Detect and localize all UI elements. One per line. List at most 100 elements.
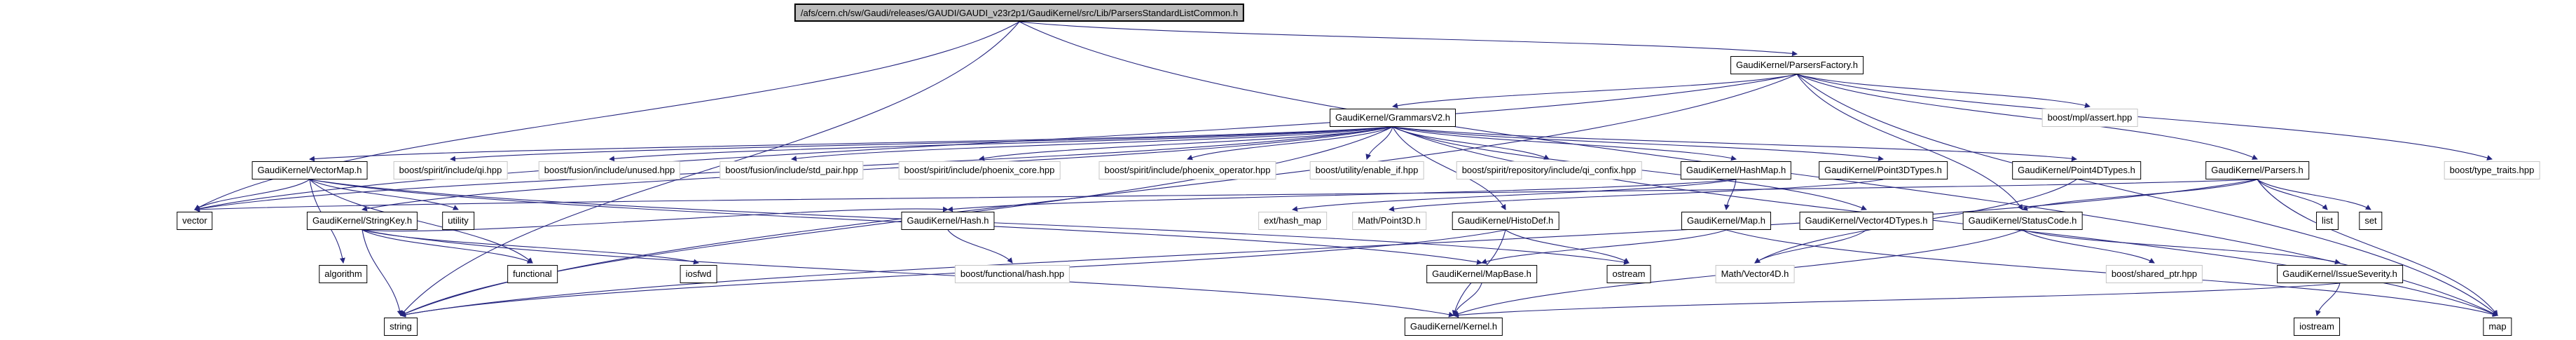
- node-label: functional: [513, 268, 552, 279]
- node-label: GaudiKernel/ParsersFactory.h: [1736, 60, 1858, 70]
- include-edge-hashmap-ext_hash_map: [1292, 179, 1737, 212]
- include-edge-grammars_v2-point3d_types: [1392, 126, 1884, 161]
- graph-node-map_h[interactable]: GaudiKernel/Map.h: [1681, 212, 1772, 230]
- node-label: boost/utility/enable_if.hpp: [1315, 165, 1419, 175]
- graph-node-statuscode[interactable]: GaudiKernel/StatusCode.h: [1962, 212, 2083, 230]
- graph-node-vector4d_types[interactable]: GaudiKernel/Vector4DTypes.h: [1799, 212, 1934, 230]
- include-edge-histodef-string: [400, 229, 1506, 318]
- graph-node-map[interactable]: map: [2483, 318, 2512, 336]
- node-label: iosfwd: [685, 268, 712, 279]
- graph-node-hash_h[interactable]: GaudiKernel/Hash.h: [901, 212, 995, 230]
- node-label: GaudiKernel/StringKey.h: [312, 215, 413, 226]
- graph-node-phoenix_core: boost/spirit/include/phoenix_core.hpp: [898, 161, 1061, 179]
- include-edge-vectormap-vector: [194, 179, 310, 210]
- graph-node-qi_confix: boost/spirit/repository/include/qi_confi…: [1456, 161, 1642, 179]
- graph-node-histodef[interactable]: GaudiKernel/HistoDef.h: [1452, 212, 1559, 230]
- graph-node-phoenix_operator: boost/spirit/include/phoenix_operator.hp…: [1098, 161, 1276, 179]
- node-label: boost/fusion/include/unused.hpp: [544, 165, 675, 175]
- node-label: list: [2322, 215, 2333, 226]
- graph-node-stringkey[interactable]: GaudiKernel/StringKey.h: [306, 212, 418, 230]
- include-edge-histodef-ostream: [1505, 229, 1630, 264]
- graph-node-qi: boost/spirit/include/qi.hpp: [393, 161, 508, 179]
- node-label: map: [2488, 321, 2507, 332]
- include-edge-grammars_v2-string: [400, 126, 1393, 316]
- include-edge-parsers_factory-mpl_assert: [1796, 74, 2091, 109]
- node-label: boost/functional/hash.hpp: [960, 268, 1065, 279]
- include-edge-parsers_factory-vector: [194, 74, 1798, 212]
- graph-node-vector[interactable]: vector: [177, 212, 213, 230]
- graph-node-math_vector4d: Math/Vector4D.h: [1715, 265, 1795, 283]
- node-label: string: [390, 321, 412, 332]
- include-edge-stringkey-hash_h: [361, 206, 949, 232]
- include-edge-parsers_factory-parsers_h: [1796, 74, 2258, 160]
- include-edge-grammars_v2-vectormap: [309, 126, 1393, 162]
- graph-node-parsers_factory[interactable]: GaudiKernel/ParsersFactory.h: [1730, 56, 1864, 74]
- node-label: ext/hash_map: [1264, 215, 1321, 226]
- include-edge-parsers_factory-type_traits: [1796, 74, 2493, 161]
- graph-node-issueseverity[interactable]: GaudiKernel/IssueSeverity.h: [2277, 265, 2403, 283]
- graph-node-list[interactable]: list: [2316, 212, 2339, 230]
- node-label: utility: [448, 215, 469, 226]
- graph-node-algorithm[interactable]: algorithm: [319, 265, 368, 283]
- node-label: boost/spirit/repository/include/qi_confi…: [1461, 165, 1637, 175]
- include-edge-vector4d_types-math_vector4d: [1754, 229, 1867, 264]
- node-label: vector: [182, 215, 207, 226]
- include-edge-parsers_factory-statuscode: [1796, 74, 2023, 210]
- include-edge-grammars_v2-histodef: [1392, 126, 1506, 210]
- node-label: GaudiKernel/Hash.h: [907, 215, 989, 226]
- include-edge-vectormap-functional: [309, 179, 533, 264]
- node-label: boost/spirit/include/phoenix_operator.hp…: [1104, 165, 1271, 175]
- include-edge-hashmap-hash_h: [947, 179, 1737, 212]
- node-label: Math/Vector4D.h: [1721, 268, 1789, 279]
- node-label: GaudiKernel/Point3DTypes.h: [1824, 165, 1942, 175]
- include-edge-issueseverity-kernel: [1453, 283, 2341, 318]
- node-label: set: [2364, 215, 2377, 226]
- node-label: boost/mpl/assert.hpp: [2047, 112, 2133, 123]
- graph-node-point3d_types[interactable]: GaudiKernel/Point3DTypes.h: [1819, 161, 1948, 179]
- include-edge-point3d_types-math_point3d: [1389, 179, 1884, 212]
- include-edge-statuscode-issueseverity: [2022, 229, 2341, 265]
- graph-node-point4d_types[interactable]: GaudiKernel/Point4DTypes.h: [2012, 161, 2141, 179]
- graph-node-vectormap[interactable]: GaudiKernel/VectorMap.h: [252, 161, 368, 179]
- node-label: GaudiKernel/MapBase.h: [1432, 268, 1531, 279]
- include-edge-parsers_h-set: [2257, 179, 2371, 210]
- include-edge-parsers_h-map: [2257, 179, 2498, 316]
- graph-node-main[interactable]: /afs/cern.ch/sw/Gaudi/releases/GAUDI/GAU…: [794, 4, 1245, 22]
- graph-node-functional[interactable]: functional: [507, 265, 558, 283]
- include-edge-grammars_v2-hashmap: [1392, 126, 1737, 161]
- graph-node-grammars_v2[interactable]: GaudiKernel/GrammarsV2.h: [1329, 109, 1456, 127]
- include-edge-parsers_h-string: [400, 179, 2258, 318]
- graph-node-parsers_h[interactable]: GaudiKernel/Parsers.h: [2205, 161, 2309, 179]
- graph-node-iosfwd[interactable]: iosfwd: [680, 265, 717, 283]
- graph-node-iostream[interactable]: iostream: [2294, 318, 2340, 336]
- graph-node-fusion_unused: boost/fusion/include/unused.hpp: [538, 161, 681, 179]
- graph-node-string[interactable]: string: [384, 318, 418, 336]
- node-label: boost/type_traits.hpp: [2449, 165, 2535, 175]
- include-edge-main-string: [400, 21, 1020, 316]
- include-edge-stringkey-iosfwd: [361, 229, 699, 265]
- node-label: GaudiKernel/HashMap.h: [1686, 165, 1786, 175]
- graph-node-hashmap[interactable]: GaudiKernel/HashMap.h: [1680, 161, 1792, 179]
- include-edge-vectormap-mapbase: [309, 179, 1482, 265]
- node-label: GaudiKernel/Parsers.h: [2211, 165, 2303, 175]
- graph-node-utility[interactable]: utility: [442, 212, 474, 230]
- include-edge-parsers_factory-grammars_v2: [1392, 74, 1798, 109]
- include-edge-hashmap-map_h: [1723, 179, 1737, 210]
- include-edge-parsers_factory-map: [1796, 74, 2498, 316]
- include-edge-parsers_h-list: [2257, 179, 2328, 210]
- graph-node-kernel[interactable]: GaudiKernel/Kernel.h: [1404, 318, 1503, 336]
- include-edge-grammars_v2-phoenix_core: [979, 126, 1393, 161]
- graph-node-ostream[interactable]: ostream: [1606, 265, 1651, 283]
- include-edge-grammars_v2-qi: [450, 126, 1393, 162]
- graph-node-set[interactable]: set: [2359, 212, 2383, 230]
- node-label: GaudiKernel/Vector4DTypes.h: [1805, 215, 1928, 226]
- include-edge-statuscode-shared_ptr: [2022, 229, 2155, 264]
- graph-node-mapbase[interactable]: GaudiKernel/MapBase.h: [1426, 265, 1537, 283]
- graph-node-enable_if: boost/utility/enable_if.hpp: [1309, 161, 1424, 179]
- graph-node-fusion_std_pair: boost/fusion/include/std_pair.hpp: [719, 161, 864, 179]
- node-label: ostream: [1612, 268, 1646, 279]
- node-label: GaudiKernel/VectorMap.h: [257, 165, 362, 175]
- graph-node-shared_ptr: boost/shared_ptr.hpp: [2105, 265, 2203, 283]
